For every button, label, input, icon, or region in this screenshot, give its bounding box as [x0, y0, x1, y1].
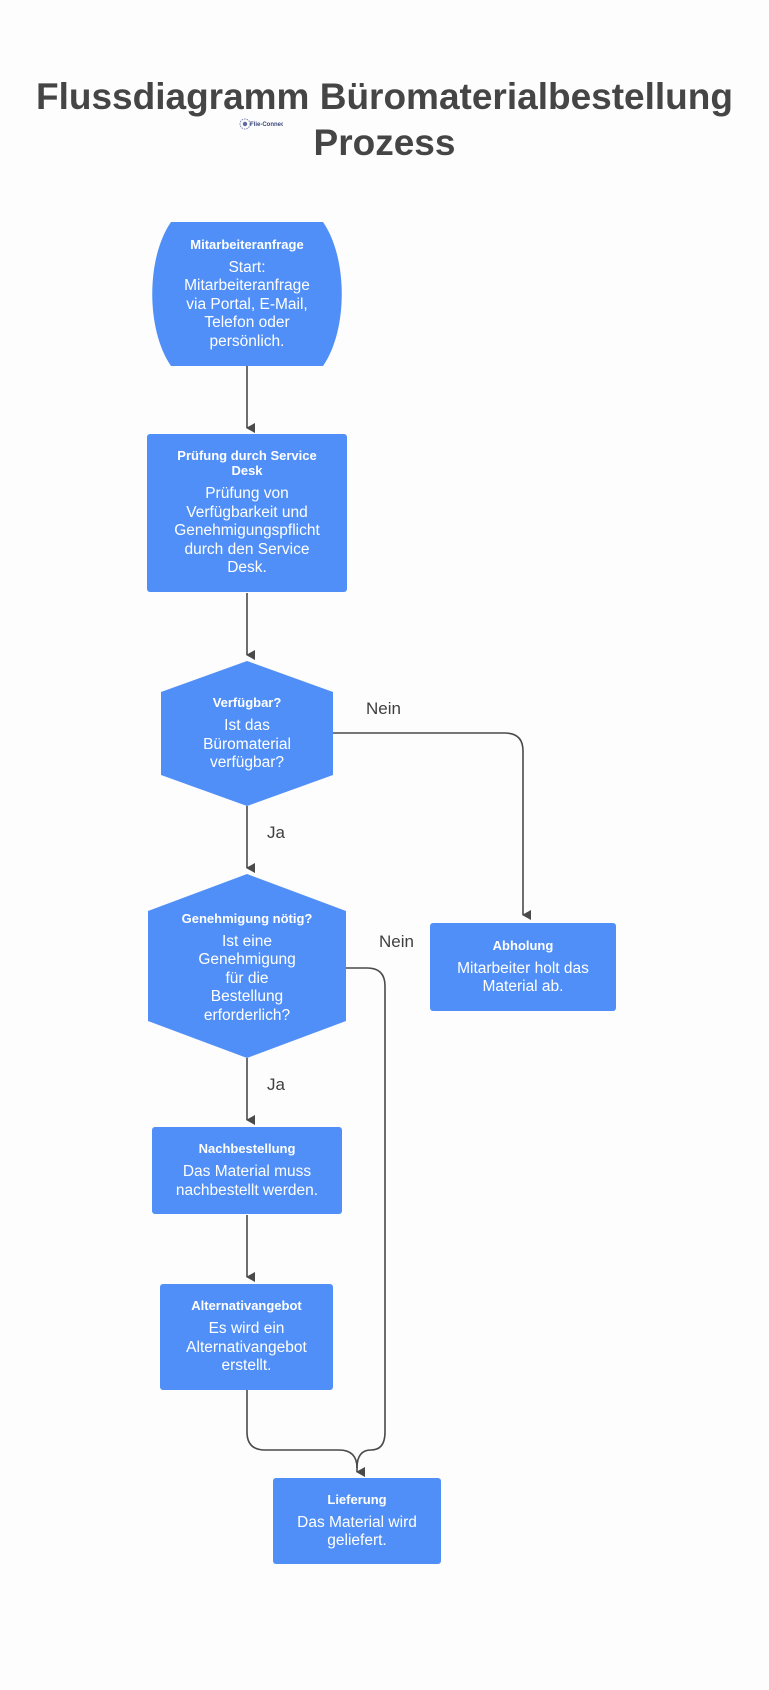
edge-label-genehmigung-ja: Ja	[267, 1075, 285, 1094]
node-pruefung-title: Prüfung durch Service Desk	[177, 448, 317, 479]
node-abholung-title: Abholung	[492, 937, 554, 953]
node-start-title: Mitarbeiteranfrage	[190, 236, 304, 252]
diagram-title: Flussdiagramm Büromaterialbestellung Pro…	[35, 76, 733, 163]
svg-text:Flie-Connect.com: Flie-Connect.com	[250, 122, 283, 128]
node-alternativ: Alternativangebot Es wird ein Alternativ…	[160, 1284, 333, 1390]
node-genehmigung-shape	[148, 874, 346, 1058]
node-nachbestellung: Nachbestellung Das Material muss nachbes…	[152, 1127, 342, 1214]
node-abholung: Abholung Mitarbeiter holt das Material a…	[430, 923, 616, 1011]
node-alternativ-shape	[160, 1284, 333, 1390]
node-start: Mitarbeiteranfrage Start: Mitarbeiteranf…	[160, 226, 334, 362]
node-nachbestellung-title: Nachbestellung	[198, 1141, 296, 1156]
node-nachbestellung-shape	[152, 1127, 342, 1214]
edge-label-verfuegbar-ja: Ja	[267, 823, 285, 842]
edge-alternativ-to-lieferung	[246, 1390, 365, 1477]
node-lieferung: Lieferung Das Material wird geliefert.	[273, 1478, 441, 1564]
node-genehmigung: Genehmigung nötig? Ist eine Genehmigung …	[158, 898, 336, 1038]
node-abholung-shape	[430, 923, 616, 1011]
node-verfuegbar-shape	[161, 661, 333, 806]
edge-genehmigung-nein-to-lieferung	[346, 967, 386, 1469]
node-nachbestellung-text: Das Material muss nachbestellt werden.	[175, 1163, 319, 1199]
node-pruefung-shape	[147, 434, 347, 592]
edge-label-verfuegbar-nein: Nein	[366, 699, 401, 718]
node-verfuegbar: Verfügbar? Ist das Büromaterial verfügba…	[171, 675, 323, 793]
node-genehmigung-title: Genehmigung nötig?	[181, 910, 313, 926]
node-pruefung: Prüfung durch Service Desk Prüfung von V…	[147, 434, 347, 592]
node-genehmigung-text: Ist eine Genehmigung für die Bestellung …	[198, 932, 296, 1024]
edge-label-genehmigung-nein: Nein	[379, 932, 414, 951]
node-abholung-text: Mitarbeiter holt das Material ab.	[457, 959, 589, 996]
node-lieferung-title: Lieferung	[327, 1491, 387, 1507]
node-lieferung-text: Das Material wird geliefert.	[297, 1513, 417, 1550]
node-verfuegbar-title: Verfügbar?	[212, 695, 282, 711]
node-alternativ-title: Alternativangebot	[191, 1298, 302, 1314]
node-start-text: Start: Mitarbeiteranfrage via Portal, E-…	[184, 258, 310, 350]
logo: Flie-Connect.com	[239, 118, 283, 130]
node-lieferung-shape	[273, 1478, 441, 1564]
node-verfuegbar-text: Ist das Büromaterial verfügbar?	[203, 717, 291, 772]
edge-verfuegbar-nein-to-abholung	[333, 732, 531, 920]
node-start-shape	[152, 222, 342, 366]
node-pruefung-text: Prüfung von Verfügbarkeit und Genehmigun…	[174, 485, 320, 577]
node-alternativ-text: Es wird ein Alternativangebot erstellt.	[186, 1320, 307, 1375]
